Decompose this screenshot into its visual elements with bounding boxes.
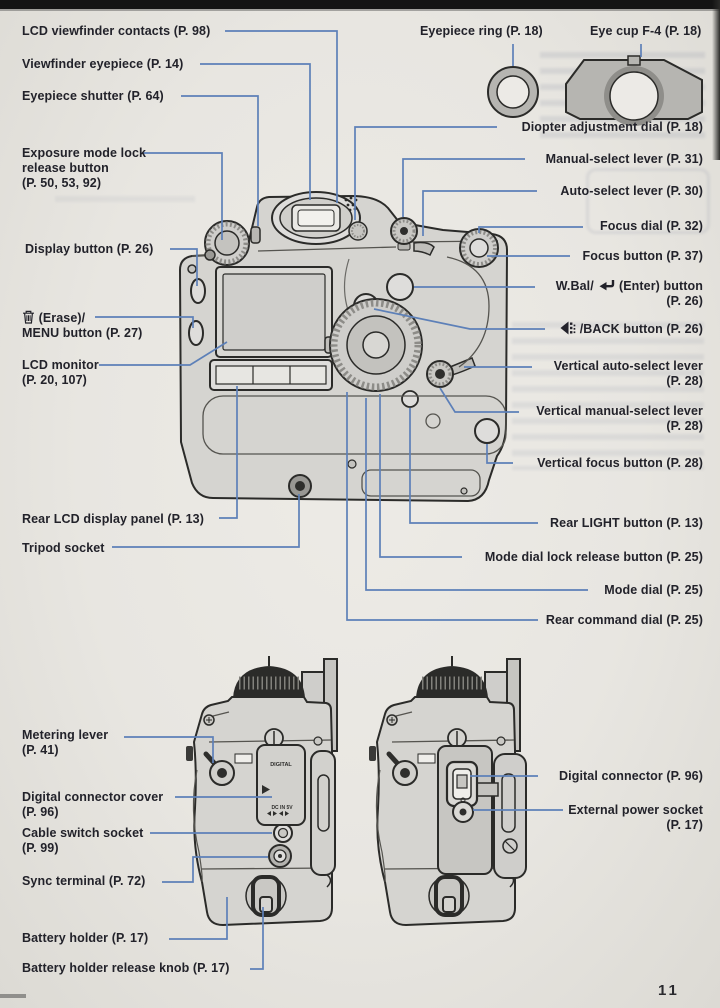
mode-dial-lock-shape — [362, 331, 390, 359]
label-battery-holder: Battery holder (P. 17) — [22, 931, 149, 945]
digital-marking: DIGITAL — [270, 762, 292, 768]
label-mode-dial: Mode dial (P. 25) — [604, 583, 703, 597]
open-cover-flap-shape — [493, 753, 527, 879]
vertical-focus-button-shape — [474, 418, 500, 444]
label-metering-lever: Metering lever (P. 41) — [22, 728, 109, 757]
label-focus-dial: Focus dial (P. 32) — [600, 219, 703, 233]
side-view-open-illustration — [369, 656, 527, 925]
label-auto-select-lever: Auto-select lever (P. 30) — [560, 184, 703, 198]
scan-edge-right — [712, 0, 720, 160]
label-eyepiece-ring: Eyepiece ring (P. 18) — [420, 24, 543, 38]
back-arrow-icon — [560, 321, 576, 335]
rear-view-illustration — [178, 191, 509, 503]
label-lcd-monitor: LCD monitor (P. 20, 107) — [22, 358, 99, 387]
scan-artifact — [0, 994, 26, 998]
side-view-closed-illustration: DIGITAL DC IN 5V — [186, 656, 337, 925]
label-external-power-socket: External power socket (P. 17) — [568, 803, 703, 832]
label-manual-select-lever: Manual-select lever (P. 31) — [545, 152, 703, 166]
label-lcd-viewfinder-contacts: LCD viewfinder contacts (P. 98) — [22, 24, 211, 38]
label-back-button: /BACK button (P. 26) — [559, 321, 703, 337]
eye-cup-illustration — [565, 55, 703, 126]
digital-connector-cover-shape — [256, 744, 306, 826]
label-digital-connector: Digital connector (P. 96) — [559, 769, 703, 783]
label-diopter-dial: Diopter adjustment dial (P. 18) — [521, 120, 703, 134]
label-sync-terminal: Sync terminal (P. 72) — [22, 874, 146, 888]
eyepiece-ring-illustration — [487, 66, 539, 118]
label-eyepiece-shutter: Eyepiece shutter (P. 64) — [22, 89, 164, 103]
rear-light-button-shape — [401, 390, 419, 408]
diopter-dial-shape — [348, 221, 368, 241]
menu-button-shape — [188, 320, 204, 346]
eyepiece-shutter-shape — [250, 226, 261, 244]
label-eye-cup: Eye cup F-4 (P. 18) — [590, 24, 702, 38]
return-arrow-icon — [599, 280, 615, 291]
label-viewfinder-eyepiece: Viewfinder eyepiece (P. 14) — [22, 57, 184, 71]
lcd-viewfinder-contacts-shape — [344, 196, 358, 212]
label-cable-switch-socket: Cable switch socket (P. 99) — [22, 826, 144, 855]
leader-lines — [95, 30, 642, 970]
label-vertical-manual-select: Vertical manual-select lever (P. 28) — [536, 404, 703, 433]
label-rear-lcd-panel: Rear LCD display panel (P. 13) — [22, 512, 204, 526]
auto-select-lever-shape — [413, 241, 435, 257]
label-focus-button: Focus button (P. 37) — [582, 249, 703, 263]
dc-in-marking: DC IN 5V — [271, 805, 293, 811]
label-mode-dial-lock: Mode dial lock release button (P. 25) — [484, 550, 703, 564]
label-exposure-mode-lock: Exposure mode lock release button (P. 50… — [22, 146, 147, 190]
label-display-button: Display button (P. 26) — [25, 242, 154, 256]
label-battery-holder-release: Battery holder release knob (P. 17) — [22, 961, 230, 975]
label-tripod-socket: Tripod socket — [22, 541, 105, 555]
label-wbal-enter-button: W.Bal/ (Enter) button (P. 26) — [555, 279, 703, 308]
label-rear-light-button: Rear LIGHT button (P. 13) — [550, 516, 703, 530]
page-number: 11 — [658, 982, 680, 999]
label-vertical-auto-select: Vertical auto-select lever (P. 28) — [553, 359, 703, 388]
label-digital-connector-cover: Digital connector cover (P. 96) — [22, 790, 164, 819]
label-vertical-focus-button: Vertical focus button (P. 28) — [537, 456, 703, 470]
trash-icon — [23, 310, 34, 324]
wbal-enter-button-shape — [386, 273, 414, 301]
display-button-shape — [190, 278, 206, 304]
label-rear-command-dial: Rear command dial (P. 25) — [545, 613, 703, 627]
scan-edge-top — [0, 0, 720, 11]
exposure-lock-button-shape — [204, 249, 216, 261]
label-erase-menu-button: (Erase)/ MENU button (P. 27) — [22, 310, 143, 340]
focus-button-shape — [469, 238, 489, 258]
cover-arrow-icon — [262, 785, 270, 794]
